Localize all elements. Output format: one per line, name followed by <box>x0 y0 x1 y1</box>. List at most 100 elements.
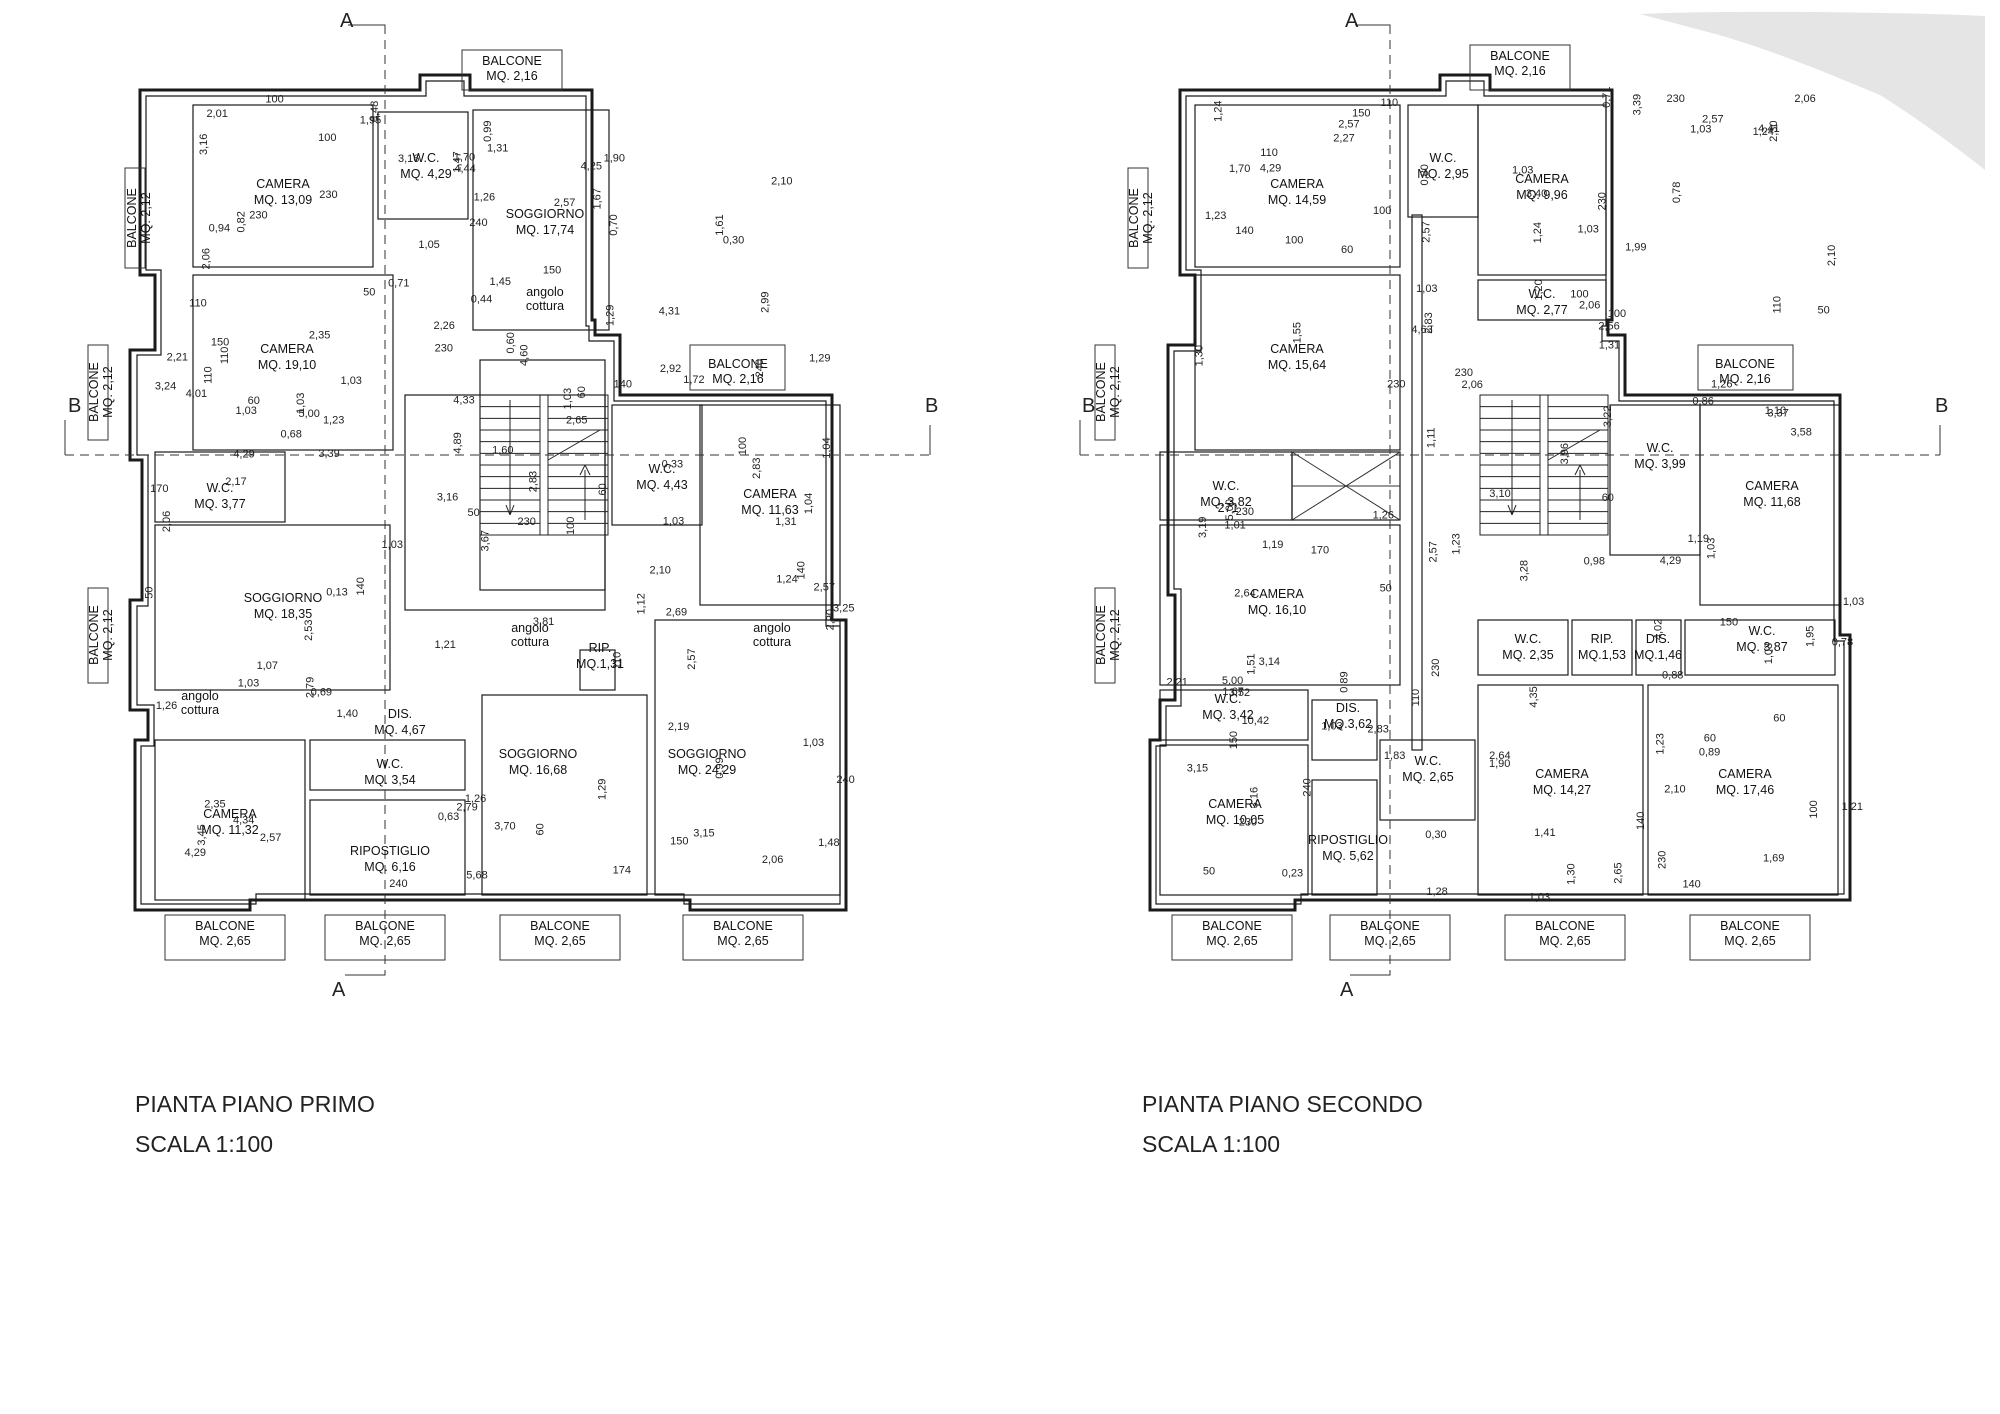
dimension-primo-50: 3,16 <box>198 134 210 155</box>
room-area-primo-5: MQ. 18,35 <box>254 607 312 621</box>
dimension-secondo-117: 110 <box>1260 147 1278 159</box>
room-name-secondo-8: DIS. <box>1336 701 1360 715</box>
dimension-primo-53: 1,31 <box>775 516 796 528</box>
dimension-primo-107: 60 <box>597 483 609 495</box>
section-label-primo-2: B <box>68 395 81 417</box>
room-name-primo-10: SOGGIORNO <box>499 747 578 761</box>
dimension-primo-103: 100 <box>565 517 577 535</box>
dimension-primo-80: 1,03 <box>238 677 259 689</box>
balconies-outline-secondo <box>1094 44 1811 961</box>
dimension-secondo-13: 2,65 <box>1613 862 1625 883</box>
dimension-secondo-99: 60 <box>1602 492 1614 504</box>
room-area-secondo-3: MQ. 2,77 <box>1516 303 1567 317</box>
room-area-primo-11: MQ. 24,29 <box>678 763 736 777</box>
dimension-secondo-30: 0,89 <box>1339 671 1351 692</box>
dimension-secondo-92: 240 <box>1301 778 1313 796</box>
dimension-secondo-78: 2,06 <box>1579 300 1600 312</box>
dimension-secondo-77: 1,03 <box>1321 720 1342 732</box>
dimension-primo-56: 5,68 <box>466 869 487 881</box>
balcony-name-secondo-2: BALCONE <box>1094 362 1108 422</box>
balcony-area-primo-6: MQ. 2,65 <box>359 934 410 948</box>
dimension-secondo-93: 100 <box>1373 205 1391 217</box>
plan-primo <box>64 24 931 976</box>
dimension-secondo-40: 1,19 <box>1688 533 1709 545</box>
room-name-secondo-5: W.C. <box>1212 479 1239 493</box>
dimension-secondo-0: 4,29 <box>1660 555 1681 567</box>
dimension-primo-74: 0,94 <box>209 222 230 234</box>
dimension-secondo-12: 2,83 <box>1423 312 1435 333</box>
dimension-secondo-46: 5,00 <box>1222 675 1243 687</box>
dimension-secondo-4: 3,52 <box>1229 687 1250 699</box>
room-name-secondo-9: CAMERA <box>1208 797 1262 811</box>
dimension-secondo-79: 2,10 <box>1826 245 1838 266</box>
dimension-secondo-5: 1,30 <box>1194 345 1206 366</box>
room-area-secondo-6: MQ. 16,10 <box>1248 603 1306 617</box>
dimension-primo-99: 100 <box>737 437 749 455</box>
room-area-secondo-14: MQ. 2,35 <box>1502 648 1553 662</box>
dimension-secondo-8: 1,70 <box>1229 163 1250 175</box>
dimension-primo-37: 1,61 <box>714 214 726 235</box>
dimension-primo-27: 2,21 <box>167 352 188 364</box>
dimension-primo-96: 1,03 <box>562 388 574 409</box>
dimension-primo-82: 0,71 <box>388 278 409 290</box>
room-area-secondo-7: MQ. 3,42 <box>1202 708 1253 722</box>
dimension-primo-89: 2,57 <box>260 832 281 844</box>
room-area-secondo-18: MQ. 14,27 <box>1533 783 1591 797</box>
room-area-primo-12: MQ. 4,43 <box>636 478 687 492</box>
dimension-primo-98: 150 <box>670 835 688 847</box>
room-area-primo-14: MQ.1,31 <box>576 657 624 671</box>
section-label-secondo-1: A <box>1340 979 1354 1001</box>
dimension-secondo-25: 3,10 <box>1489 488 1510 500</box>
dimension-secondo-108: 230 <box>1666 93 1684 105</box>
dimension-secondo-65: 4,41 <box>1758 123 1779 135</box>
dimension-secondo-55: 3,15 <box>1187 762 1208 774</box>
dimension-primo-12: 4,60 <box>518 345 530 366</box>
dimension-secondo-57: 1,20 <box>1533 279 1545 300</box>
dimension-secondo-22: 1,26 <box>1373 509 1394 521</box>
dimension-primo-115: 140 <box>355 577 367 595</box>
dimension-primo-22: 4,89 <box>452 432 464 453</box>
section-label-primo-1: A <box>332 979 346 1001</box>
balcony-name-primo-6: BALCONE <box>355 919 415 933</box>
dimension-secondo-15: 0,30 <box>1425 829 1446 841</box>
room-name-secondo-10: W.C. <box>1414 754 1441 768</box>
dimension-primo-9: 0,68 <box>281 428 302 440</box>
dimension-secondo-76: 2,06 <box>1462 379 1483 391</box>
room-area-primo-4: MQ. 3,77 <box>194 497 245 511</box>
dimension-primo-117: 140 <box>796 561 808 579</box>
room-name-secondo-3: W.C. <box>1528 287 1555 301</box>
dimension-secondo-20: 1,41 <box>1534 827 1555 839</box>
dimension-secondo-28: 1,69 <box>1763 853 1784 865</box>
dimension-primo-54: 4,34 <box>233 815 254 827</box>
room-area-secondo-1: MQ. 2,95 <box>1417 167 1468 181</box>
dimension-primo-118: 110 <box>611 652 623 670</box>
room-name-primo-14: RIP. <box>589 641 612 655</box>
dimension-primo-61: 3,81 <box>533 616 554 628</box>
balcony-area-secondo-3: MQ. 2,12 <box>1108 609 1122 660</box>
partitions-secondo <box>1159 104 1841 896</box>
balcony-area-secondo-1: MQ. 2,12 <box>1141 192 1155 243</box>
room-area-primo-10: MQ. 16,68 <box>509 763 567 777</box>
balcony-area-primo-3: MQ. 2,12 <box>101 609 115 660</box>
dimension-primo-108: 170 <box>150 483 168 495</box>
dimension-secondo-84: 2,57 <box>1428 541 1440 562</box>
dimension-primo-106: 150 <box>543 264 561 276</box>
dimension-secondo-80: 1,03 <box>1690 123 1711 135</box>
dimension-primo-4: 1,90 <box>604 153 625 165</box>
dimension-primo-64: 4,01 <box>186 388 207 400</box>
dimension-primo-45: 2,17 <box>225 476 246 488</box>
dimension-secondo-72: 2,10 <box>1664 784 1685 796</box>
dimension-secondo-119: 110 <box>1410 689 1422 707</box>
dimension-primo-124: 110 <box>219 347 231 365</box>
room-name-primo-0: CAMERA <box>256 177 310 191</box>
dimension-secondo-50: 3,39 <box>1632 94 1644 115</box>
dimension-primo-86: 2,06 <box>200 248 212 269</box>
dimension-primo-68: 1,04 <box>803 493 815 514</box>
dimension-secondo-113: 110 <box>1381 97 1399 109</box>
room-area-secondo-16: MQ.1,46 <box>1634 648 1682 662</box>
dimension-primo-44: 4,25 <box>581 161 602 173</box>
dimension-secondo-115: 110 <box>1771 296 1783 314</box>
